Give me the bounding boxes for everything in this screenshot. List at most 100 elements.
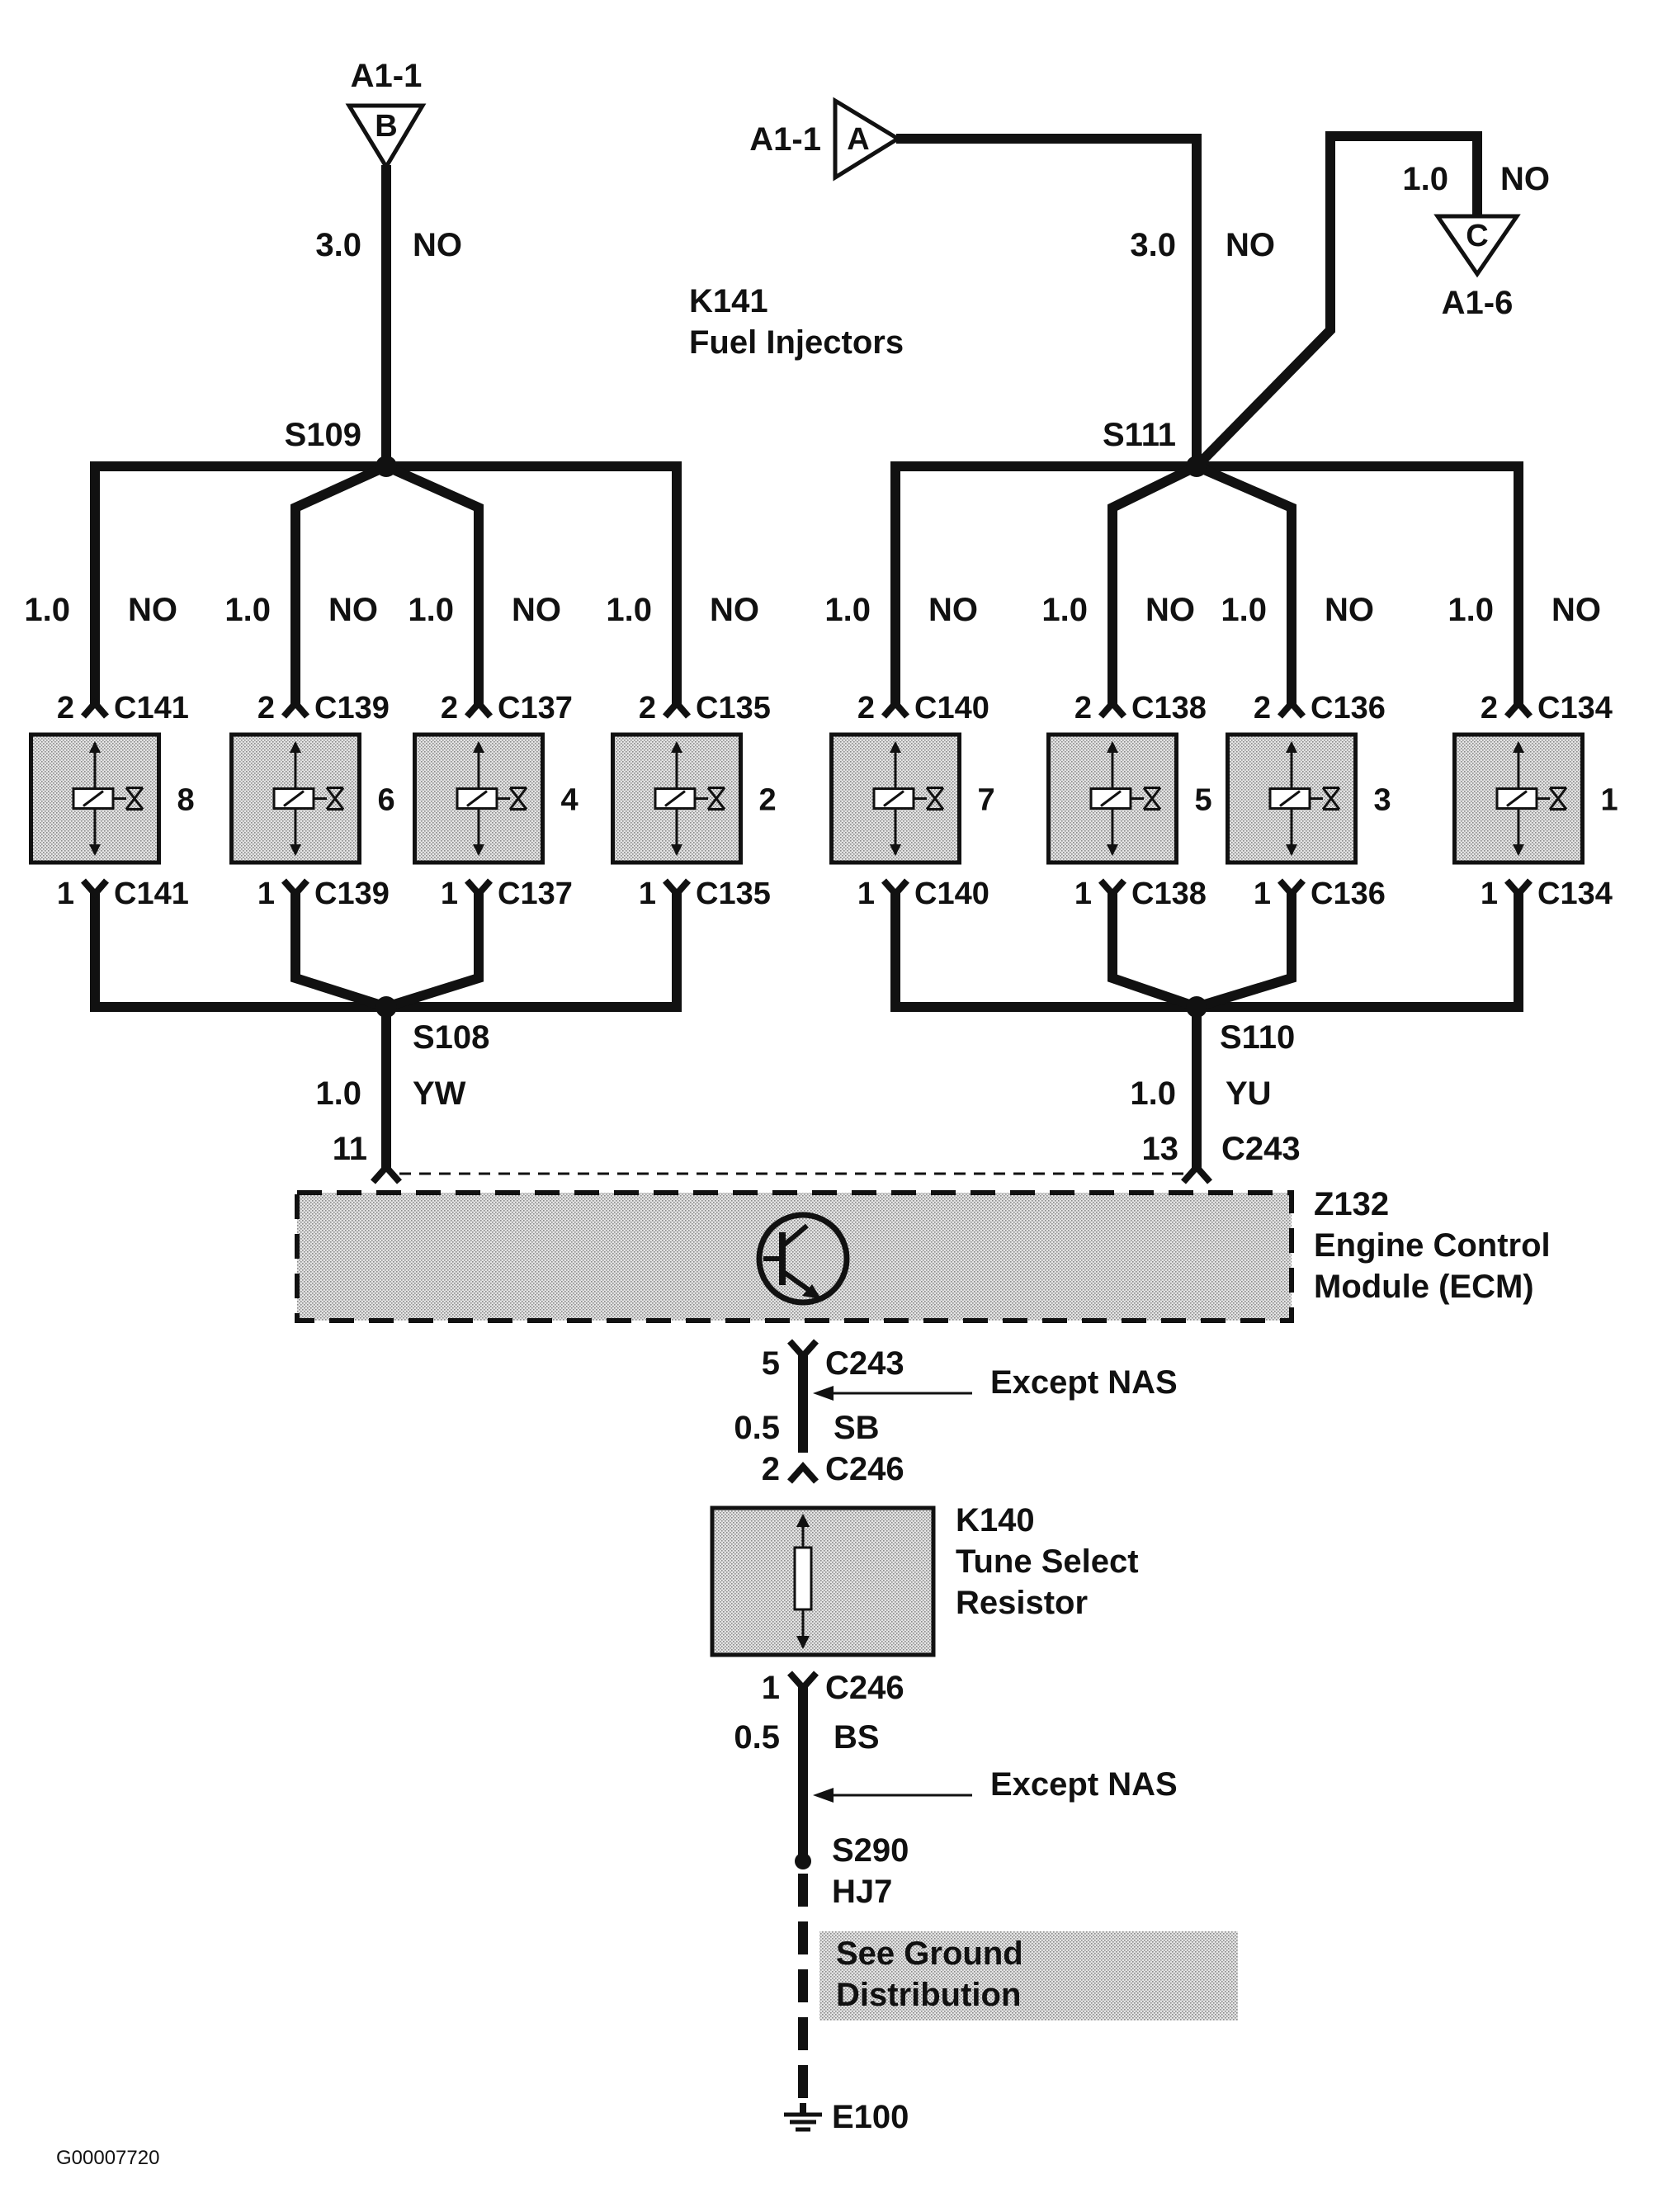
injector-connector-bottom: C135 — [696, 877, 771, 911]
return-right-color: YU — [1226, 1075, 1272, 1112]
injector-connector-bottom: C139 — [314, 877, 390, 911]
branch-a16-size: 1.0 — [1402, 161, 1448, 197]
return-right-pin: 13 — [1142, 1131, 1179, 1167]
figure-id: G00007720 — [56, 2147, 159, 2169]
injector-bottom-terminal — [80, 878, 110, 900]
injector-bottom-terminal — [464, 878, 494, 900]
injector-pin-top: 2 — [1074, 691, 1092, 726]
injector-wire-size: 1.0 — [606, 592, 652, 628]
injector-wire-color: NO — [928, 592, 978, 628]
ground-icon — [784, 2103, 822, 2132]
injector-wire-color: NO — [710, 592, 759, 628]
feed-right-wire — [896, 134, 1202, 466]
note2: Except NAS — [990, 1766, 1178, 1803]
injector-connector-bottom: C138 — [1131, 877, 1207, 911]
ground-note-line2: Distribution — [836, 1977, 1021, 2013]
note1: Except NAS — [990, 1364, 1178, 1401]
top-bus-outer-0 — [90, 461, 682, 706]
injector-pin-bottom: 1 — [1481, 877, 1498, 911]
injector-number: 7 — [978, 783, 995, 818]
top-bus-inner-right-1 — [1194, 461, 1296, 706]
injector-pin-top: 2 — [1254, 691, 1271, 726]
source-right-letter: A — [847, 122, 869, 157]
branch-a16-color: NO — [1500, 161, 1550, 197]
harness-hj7: HJ7 — [832, 1874, 892, 1910]
injector-pin-bottom: 1 — [257, 877, 275, 911]
injector-connector-bottom: C134 — [1537, 877, 1613, 911]
resistor-code: K140 — [956, 1502, 1035, 1538]
injector-top-terminal — [1504, 697, 1533, 719]
feed-right-color: NO — [1226, 227, 1275, 263]
injector-pin-bottom: 1 — [441, 877, 458, 911]
injector-coil-icon — [456, 741, 528, 856]
injector-connector-top: C136 — [1311, 691, 1386, 726]
injector-connector-top: C139 — [314, 691, 390, 726]
injector-pin-top: 2 — [441, 691, 458, 726]
return-left-color: YW — [413, 1075, 466, 1112]
injector-wire-size: 1.0 — [1221, 592, 1267, 628]
transistor-icon — [756, 1212, 850, 1306]
splice-s109: S109 — [285, 417, 361, 453]
injector-top-terminal — [464, 697, 494, 719]
injector-wire-size: 1.0 — [1041, 592, 1088, 628]
return-right-connector: C243 — [1221, 1131, 1301, 1167]
injector-wire-size: 1.0 — [224, 592, 271, 628]
injector-top-terminal — [662, 697, 692, 719]
injector-wire-size: 1.0 — [1448, 592, 1494, 628]
resistor-line2: Resistor — [956, 1585, 1088, 1621]
bottom-bus-inner-left-0 — [290, 891, 388, 1012]
feed-left-color: NO — [413, 227, 462, 263]
ecm-pin5-connector: C243 — [825, 1345, 904, 1382]
injector-top-terminal — [1277, 697, 1306, 719]
ground-e100: E100 — [832, 2099, 909, 2135]
injector-wire-color: NO — [1145, 592, 1195, 628]
injector-bottom-terminal — [662, 878, 692, 900]
injector-connector-top: C137 — [498, 691, 573, 726]
splice-dot-s290 — [795, 1853, 811, 1869]
wire-sb-color: SB — [834, 1410, 880, 1446]
return-right-terminal — [1181, 1161, 1212, 1184]
injector-bottom-terminal — [1277, 878, 1306, 900]
resistor-pin-bottom: 1 — [762, 1670, 780, 1706]
splice-s108: S108 — [413, 1019, 489, 1056]
injector-connector-top: C138 — [1131, 691, 1207, 726]
note1-arrowhead — [813, 1386, 834, 1401]
branch-a16-letter: C — [1466, 219, 1488, 253]
note2-arrowhead — [813, 1788, 834, 1803]
injector-pin-top: 2 — [1481, 691, 1498, 726]
injector-coil-icon — [1089, 741, 1162, 856]
injector-wire-color: NO — [1551, 592, 1601, 628]
top-bus-inner-left-0 — [290, 461, 389, 706]
source-right-label: A1-1 — [749, 121, 821, 158]
injector-connector-top: C134 — [1537, 691, 1613, 726]
injector-coil-icon — [872, 741, 945, 856]
source-right-triangle — [833, 97, 902, 182]
injector-pin-top: 2 — [857, 691, 875, 726]
injector-wire-size: 1.0 — [824, 592, 871, 628]
top-bus-inner-right-0 — [384, 461, 484, 706]
component-name: Fuel Injectors — [689, 324, 904, 361]
injector-pin-bottom: 1 — [57, 877, 74, 911]
source-left-label: A1-1 — [351, 58, 423, 94]
bottom-bus-inner-right-0 — [385, 891, 484, 1012]
feed-left-size: 3.0 — [315, 227, 361, 263]
injector-pin-bottom: 1 — [1074, 877, 1092, 911]
resistor-pin2-terminal — [787, 1461, 819, 1484]
ecm-pin5: 5 — [762, 1345, 780, 1382]
injector-top-terminal — [281, 697, 310, 719]
injector-connector-bottom: C137 — [498, 877, 573, 911]
injector-wire-size: 1.0 — [24, 592, 70, 628]
resistor-connector-top: C246 — [825, 1451, 904, 1487]
injector-number: 6 — [378, 783, 395, 818]
injector-pin-bottom: 1 — [639, 877, 656, 911]
injector-wire-color: NO — [512, 592, 561, 628]
injector-bottom-terminal — [1504, 878, 1533, 900]
injector-wire-color: NO — [1325, 592, 1374, 628]
splice-dot-s111 — [1186, 456, 1207, 477]
